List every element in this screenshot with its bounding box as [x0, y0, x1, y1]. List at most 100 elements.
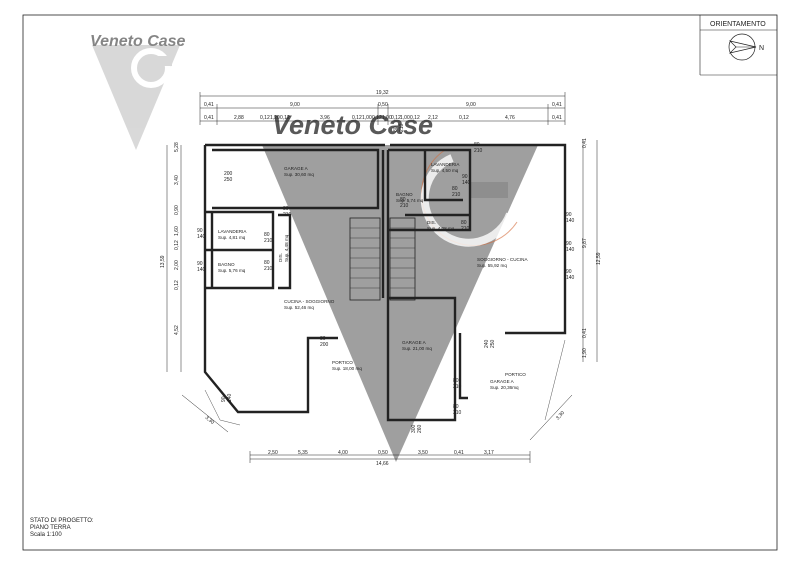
- svg-text:3,50: 3,50: [418, 450, 428, 456]
- porch-dim-left: 3,30: [204, 415, 215, 426]
- svg-text:SOGGIORNO - CUCINA: SOGGIORNO - CUCINA: [477, 257, 528, 262]
- svg-text:90: 90: [566, 212, 572, 218]
- dim-top-row2: 0,41 2,88 0,12 1,20 0,12 3,96 0,12 1,00 …: [204, 115, 562, 121]
- svg-text:1,00: 1,00: [382, 115, 392, 121]
- svg-text:0,41: 0,41: [582, 138, 588, 148]
- svg-text:140: 140: [566, 247, 575, 253]
- svg-text:0,50: 0,50: [378, 450, 388, 456]
- svg-text:DIS.: DIS.: [278, 253, 283, 262]
- svg-text:80: 80: [452, 186, 458, 192]
- room-dis-right: DIS. Sup. 4,08 mq: [427, 220, 455, 231]
- svg-text:BAGNO: BAGNO: [396, 192, 413, 197]
- svg-text:210: 210: [400, 203, 409, 209]
- logo-watermark-center: Veneto Case: [262, 110, 538, 462]
- svg-text:Sup. 4,81 mq: Sup. 4,81 mq: [218, 235, 246, 240]
- svg-text:2,00: 2,00: [174, 260, 180, 270]
- svg-text:0,90: 0,90: [174, 205, 180, 215]
- dim-bottom-overall: 14,66: [376, 461, 389, 467]
- svg-text:210: 210: [461, 226, 470, 232]
- svg-text:1,00: 1,00: [400, 115, 410, 121]
- room-cucina-soggiorno: CUCINA - SOGGIORNO Sup. 52,46 mq: [284, 299, 335, 310]
- svg-text:140: 140: [462, 180, 471, 186]
- svg-text:210: 210: [453, 384, 462, 390]
- svg-text:Sup. 20,36mq: Sup. 20,36mq: [490, 385, 519, 390]
- svg-text:0,12: 0,12: [459, 115, 469, 121]
- left-dimensions: [166, 145, 182, 372]
- right-dimensions: [582, 140, 598, 362]
- porch-outline: [204, 339, 566, 426]
- svg-text:140: 140: [197, 267, 206, 273]
- svg-text:80: 80: [461, 220, 467, 226]
- svg-text:Sup. 5,74 mq: Sup. 5,74 mq: [396, 198, 424, 203]
- svg-text:5,28: 5,28: [174, 142, 180, 152]
- dim-right-total: 12,59: [596, 252, 602, 265]
- room-bagno-right: BAGNO Sup. 5,74 mq: [396, 192, 424, 203]
- svg-text:2,12: 2,12: [428, 115, 438, 121]
- dim-top-overall: 19,32: [376, 90, 389, 96]
- svg-text:0,12: 0,12: [410, 115, 420, 121]
- svg-text:Sup. 30,60 mq: Sup. 30,60 mq: [284, 172, 314, 177]
- svg-text:1,60: 1,60: [174, 226, 180, 236]
- room-garage-a-right: GARAGE A Sup. 20,36mq: [490, 379, 519, 390]
- svg-text:9,00: 9,00: [466, 102, 476, 108]
- svg-text:3,96: 3,96: [320, 115, 330, 121]
- svg-text:1,20: 1,20: [270, 115, 280, 121]
- dim-bottom-labels: 2,50 5,35 4,00 0,50 3,50 0,41 3,17 14,66: [268, 450, 494, 467]
- dim-left-labels: 5,28 3,40 0,90 1,60 0,12 2,00 0,12 4,52 …: [160, 142, 180, 335]
- svg-text:210: 210: [283, 212, 292, 218]
- svg-text:Sup. 21,00 mq: Sup. 21,00 mq: [402, 346, 432, 351]
- stair-treads: [350, 227, 415, 289]
- svg-text:DIS.: DIS.: [427, 220, 436, 225]
- svg-text:2,50: 2,50: [268, 450, 278, 456]
- svg-text:210: 210: [264, 266, 273, 272]
- svg-text:240: 240: [484, 339, 490, 348]
- svg-text:Sup. 52,46 mq: Sup. 52,46 mq: [284, 305, 314, 310]
- svg-text:0,12: 0,12: [352, 115, 362, 121]
- svg-text:GARAGE A: GARAGE A: [402, 340, 427, 345]
- svg-text:4,00: 4,00: [338, 450, 348, 456]
- svg-text:4,52: 4,52: [174, 325, 180, 335]
- svg-text:210: 210: [399, 123, 405, 132]
- svg-text:250: 250: [490, 339, 496, 348]
- svg-text:200: 200: [320, 342, 329, 348]
- svg-text:0,12: 0,12: [174, 240, 180, 250]
- svg-text:0,12: 0,12: [260, 115, 270, 121]
- svg-text:Sup. 55,92 mq: Sup. 55,92 mq: [477, 263, 507, 268]
- title-block-line1: STATO DI PROGETTO:: [30, 518, 94, 524]
- orientation-title: ORIENTAMENTO: [710, 21, 766, 28]
- room-lavanderia-left: LAVANDERIA Sup. 4,81 mq: [218, 229, 247, 240]
- svg-text:210: 210: [453, 410, 462, 416]
- svg-text:2,88: 2,88: [234, 115, 244, 121]
- svg-text:GARAGE A: GARAGE A: [490, 379, 515, 384]
- svg-text:0,12: 0,12: [391, 115, 401, 121]
- svg-text:Sup. 18,00 mq: Sup. 18,00 mq: [332, 366, 362, 371]
- svg-text:140: 140: [566, 275, 575, 281]
- porch-dim-right: 3,30: [555, 410, 566, 421]
- svg-text:0,12: 0,12: [174, 280, 180, 290]
- sheet-border: [22, 14, 778, 551]
- svg-text:PORTICO: PORTICO: [505, 372, 526, 377]
- svg-text:80: 80: [320, 336, 326, 342]
- svg-text:4,76: 4,76: [505, 115, 515, 121]
- svg-text:90: 90: [221, 396, 227, 402]
- svg-text:0,41: 0,41: [454, 450, 464, 456]
- svg-text:80: 80: [283, 206, 289, 212]
- svg-text:1,90: 1,90: [582, 348, 588, 358]
- svg-text:0,12: 0,12: [280, 115, 290, 121]
- north-label: N: [759, 45, 764, 52]
